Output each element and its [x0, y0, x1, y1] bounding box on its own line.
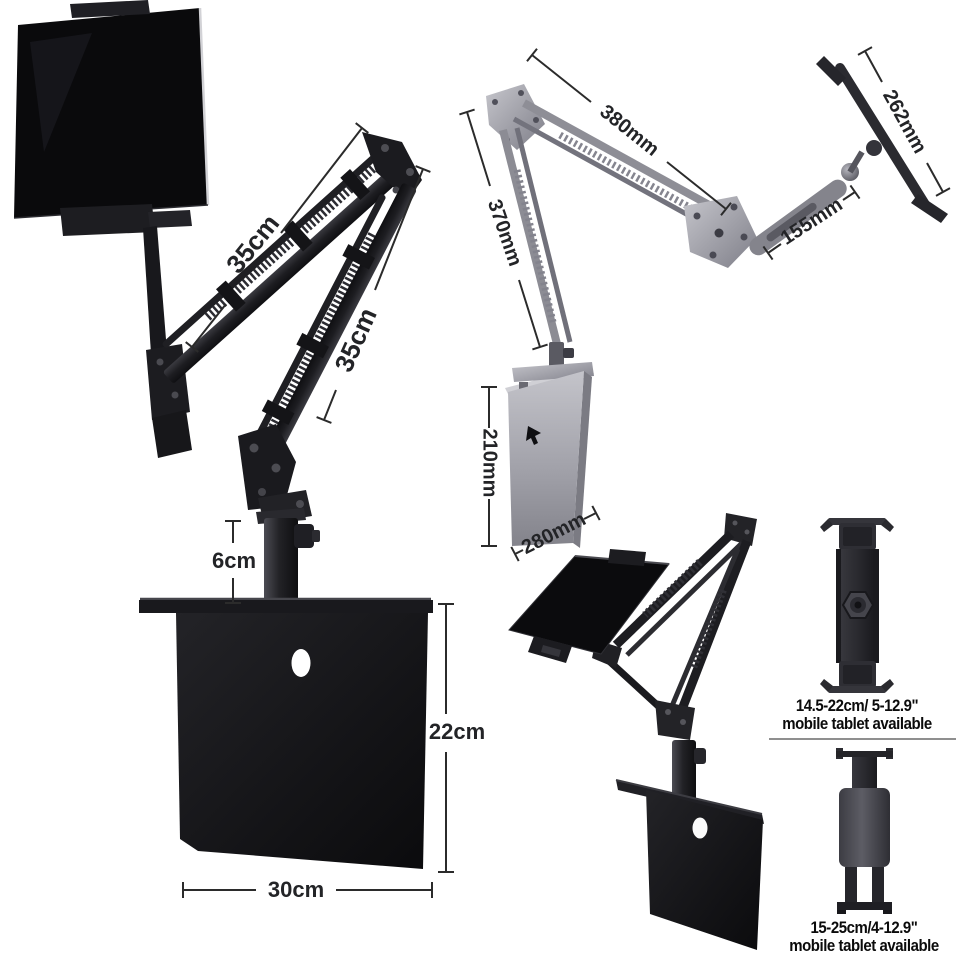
- extended-lower-spring: [513, 169, 557, 323]
- dim-line-380mm: [526, 48, 732, 216]
- tablet-clamp-range: 14.5-22cm/ 5-12.9": [795, 696, 919, 715]
- holder-arm: [749, 179, 847, 256]
- dim-line-280mm: [510, 505, 601, 562]
- top-joint: [362, 132, 422, 200]
- extended-upper-spring: [558, 131, 702, 217]
- keyhole: [291, 649, 311, 677]
- dim-line-base-width-30cm: [182, 882, 433, 898]
- extended-elbow-plate: [684, 196, 757, 268]
- dim-label-210mm: 210mm: [478, 428, 501, 498]
- folded-elbow-pole: [655, 700, 706, 802]
- tablet-clamp-caption: 14.5-22cm/ 5-12.9" mobile tablet availab…: [752, 697, 960, 733]
- tablet-top-clamp: [70, 0, 150, 18]
- pole: [256, 508, 320, 606]
- folded-stand-view: [508, 513, 764, 950]
- dimension-lines: [182, 46, 951, 898]
- assembled-stand-view: [13, 0, 433, 869]
- hex-knob: [841, 591, 875, 619]
- base-clamp-detail: [836, 748, 893, 914]
- base-clamp-text: mobile tablet available: [789, 936, 939, 955]
- dim-line-pole-6cm: [225, 520, 241, 604]
- dim-line-base-height-22cm: [438, 603, 454, 873]
- dim-line-lower-arm-35cm: [316, 165, 431, 424]
- dim-line-upper-arm-35cm: [185, 122, 369, 353]
- desk-base-plate: [139, 597, 433, 869]
- extended-arm-view: [486, 56, 948, 548]
- dim-label-base-width-30cm: 30cm: [267, 877, 325, 902]
- dim-label-pole-6cm: 6cm: [211, 548, 257, 573]
- tablet-clamp-detail: [820, 518, 894, 693]
- base-clamp-range: 15-25cm/4-12.9": [810, 918, 918, 937]
- keyhole: [692, 817, 708, 839]
- elbow-joint: [238, 424, 312, 524]
- cursor-mark: [526, 426, 541, 445]
- clamp-plate: [508, 371, 592, 548]
- holder-bracket-side: [816, 56, 948, 223]
- holder-rod: [143, 226, 167, 354]
- dim-line-155mm: [762, 184, 861, 261]
- tablet-bottom-clamp: [60, 204, 192, 236]
- base-clamp-caption: 15-25cm/4-12.9" mobile tablet available: [759, 919, 960, 955]
- tablet: [13, 7, 210, 219]
- extended-lower-arm: [499, 127, 573, 349]
- dim-line-262mm: [857, 46, 951, 197]
- dim-line-210mm: [481, 386, 497, 547]
- folded-arm: [605, 513, 757, 718]
- folded-base-plate: [615, 779, 764, 950]
- upper-arm: [162, 153, 405, 383]
- folded-tablet: [508, 549, 670, 668]
- pole-knob: [294, 524, 314, 548]
- tablet-clamp-text: mobile tablet available: [782, 714, 932, 733]
- dim-label-base-height-22cm: 22cm: [428, 719, 486, 744]
- dim-line-370mm: [459, 108, 548, 351]
